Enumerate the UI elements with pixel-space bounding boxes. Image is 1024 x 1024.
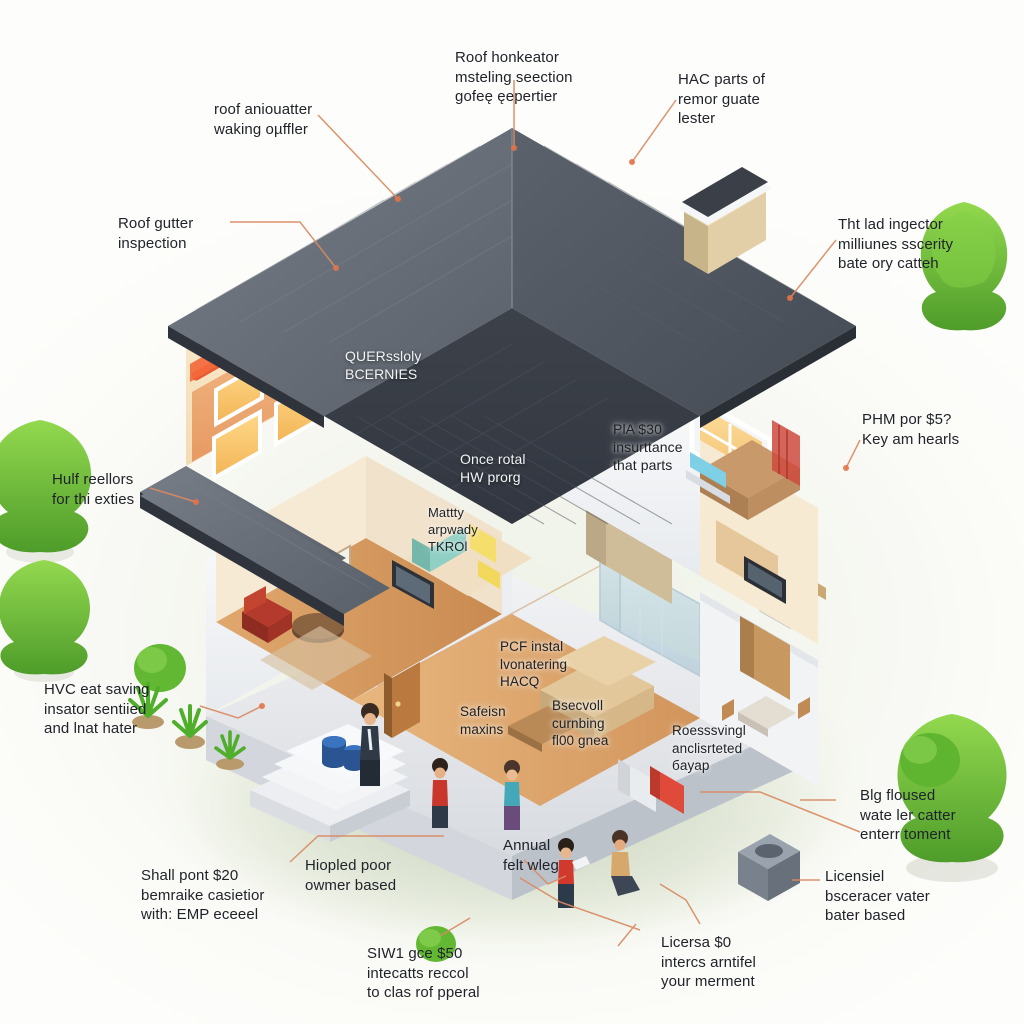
utility-appliances xyxy=(618,759,684,814)
callout-thin-lad-inspector: Tht lad ingector milliunes sscerity bate… xyxy=(838,216,954,272)
callout-hiopled-poor-owner: Hiopled poor owmer based xyxy=(305,857,397,894)
ac-condenser xyxy=(738,834,800,901)
armchair xyxy=(242,586,292,643)
inner-bsecwoll-curbing: Bsecvoll curnbing fl00 gnea xyxy=(552,698,609,749)
tree-left-lower xyxy=(0,560,90,682)
callout-license-50-interest: Licersa $0 intercs arntifel your merment xyxy=(661,934,756,990)
upper-interior xyxy=(406,420,818,644)
inner-ma-30-insurance: PlA $30 insurttance that parts xyxy=(613,421,683,474)
lower-center-interior xyxy=(352,541,700,806)
lower-left-roof xyxy=(140,470,390,626)
vegetation xyxy=(0,202,1008,962)
callout-roof-honk-section: Roof honkeator msteling seection gofeę ę… xyxy=(455,49,573,105)
callout-licensed-water-heater: Licensiel bsceracer vater bater based xyxy=(825,868,930,924)
entry-door xyxy=(384,662,420,738)
callout-big-floused-water: Blg floused wate ler catter enterr tomen… xyxy=(860,787,956,843)
inner-mattly-arpwady: Mattty arpwady TKROl xyxy=(428,505,478,554)
inner-safeish-maxins: Safeisn maxins xyxy=(460,704,506,737)
callout-roof-gutter-inspection: Roof gutter inspection xyxy=(118,215,194,252)
inner-quersstory-bcernies: QUERssloly BCERNIES xyxy=(345,348,422,383)
sofa xyxy=(540,636,656,740)
callout-pnm-key: PHM por $5? Key am hearls xyxy=(862,411,960,448)
callout-hvac-eat-saving: HVC eat saving insator sentiied and lnat… xyxy=(44,681,150,737)
dining-set xyxy=(722,696,810,737)
main-roof xyxy=(168,128,856,525)
callout-small-point-20: Shall pont $20 bemraike casietior with: … xyxy=(141,867,265,923)
inner-pcf-install-hvac: PCF instal lvonatering HACQ xyxy=(500,639,568,690)
tree-right-top xyxy=(920,202,1008,854)
callout-swi-50: SIW1 gce $50 intecatts reccol to clas ro… xyxy=(367,945,480,1001)
potted-grass-group xyxy=(128,682,246,770)
person-teal xyxy=(504,760,520,830)
callout-annual-felt: Annual felt wleg xyxy=(503,837,559,874)
tv-upper xyxy=(744,556,786,604)
shrub-left xyxy=(134,644,186,692)
inner-roesssving-seyap: Roesssvingl anclisrteted бayap xyxy=(672,723,746,774)
person-inspector xyxy=(360,703,380,786)
shrub-right xyxy=(900,733,960,787)
inner-once-rotal-hw: Once rotal HW prorg xyxy=(460,451,526,486)
callout-half-realtors: Hulf reellors for thi exties xyxy=(52,471,135,508)
callout-roof-antigutter: roof aniouatter waking oµffler xyxy=(214,101,313,138)
callout-hvac-parts: HAC parts of remor guate lester xyxy=(678,71,766,127)
chimney xyxy=(678,167,772,274)
water-barrels xyxy=(322,736,364,771)
desk-monitor xyxy=(686,452,730,504)
tree-left-upper xyxy=(0,420,92,563)
person-red xyxy=(432,758,448,828)
